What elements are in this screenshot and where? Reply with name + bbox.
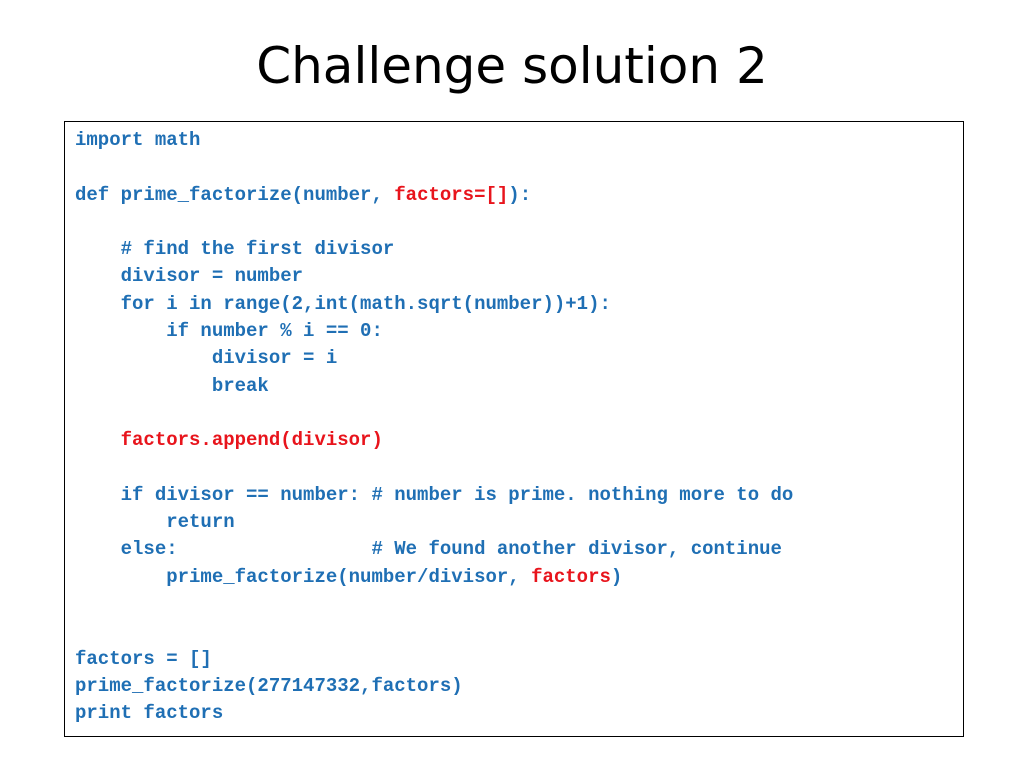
code-text: # find the first divisor [75,238,395,261]
code-line: divisor = number [75,263,793,290]
code-line [75,618,793,645]
code-line: divisor = i [75,345,793,372]
code-text: prime_factorize(number/divisor, [75,565,532,588]
code-text: import math [75,129,201,151]
code-highlight: factors=[] [394,183,509,206]
code-text: if number % i == 0: [75,320,383,343]
code-line: prime_factorize(number/divisor, factors) [75,564,793,591]
code-line [75,591,793,618]
code-line: break [75,373,793,400]
code-line: factors.append(divisor) [75,427,793,454]
code-line: print factors [75,700,793,727]
code-text: def prime_factorize(number, [75,183,395,206]
code-text: return [75,511,235,534]
code-box: import math def prime_factorize(number, f… [64,121,964,737]
code-text: factors = [] [75,647,212,670]
code-line: prime_factorize(277147332,factors) [75,673,793,700]
code-line: if divisor == number: # number is prime.… [75,482,794,509]
code-line: factors = [] [75,646,793,673]
code-text: else: # We found another divisor, contin… [75,538,782,561]
code-line: # find the first divisor [75,236,793,263]
code-line: import math [75,127,793,154]
code-text: for i in range(2,int(math.sqrt(number))+… [75,292,611,315]
code-text: divisor = number [75,265,304,288]
code-line [75,209,793,236]
code-line: for i in range(2,int(math.sqrt(number))+… [75,291,793,318]
code-highlight: factors [531,565,611,588]
slide-title: Challenge solution 2 [256,37,768,95]
code-text: print factors [75,702,224,725]
code-line: else: # We found another divisor, contin… [75,536,793,563]
code-text: divisor = i [75,347,338,370]
code-line [75,400,793,427]
code-line: def prime_factorize(number, factors=[]): [75,182,793,209]
code-text: prime_factorize(277147332,factors) [75,674,463,697]
code-highlight: factors.append(divisor) [75,429,383,452]
code-line [75,154,793,181]
code-text: if divisor == number: # number is prime.… [75,483,794,506]
code-line [75,455,793,482]
code-text: ) [610,565,623,588]
code-text: break [75,374,269,397]
code-line: return [75,509,793,536]
code-block: import math def prime_factorize(number, f… [75,127,793,728]
code-text: ): [508,183,532,206]
code-line: if number % i == 0: [75,318,793,345]
